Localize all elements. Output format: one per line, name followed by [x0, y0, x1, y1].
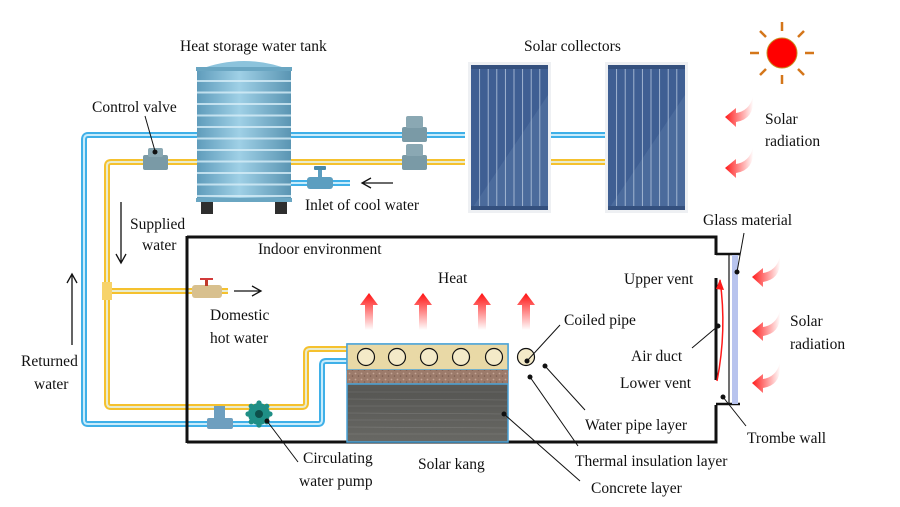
right-arrow-icon: [234, 285, 263, 297]
heat-storage-tank: [196, 61, 292, 214]
control-valve-label: Control valve: [92, 99, 177, 116]
solar-radiation-right-label-1: Solar: [790, 313, 824, 330]
lower-vent-label: Lower vent: [620, 375, 692, 392]
heat-arrow-icon: [517, 293, 535, 330]
coiled-pipe: [451, 347, 471, 367]
supplied-water-label-1: Supplied: [130, 216, 185, 233]
hot-water-tap[interactable]: [192, 278, 222, 298]
kang-leader-dots: [501, 358, 548, 417]
solar-kang-label: Solar kang: [418, 456, 485, 473]
coiled-pipe-label: Coiled pipe: [564, 312, 636, 329]
pump-label-1: Circulating: [303, 450, 373, 467]
tank-stripe: [197, 137, 291, 140]
heat-arrow-icon: [360, 293, 378, 330]
returned-water-label-2: water: [34, 376, 69, 393]
concrete-layer-label: Concrete layer: [591, 480, 683, 497]
solar-radiation-top-label-1: Solar: [765, 111, 799, 128]
kang-leaders: [503, 324, 586, 482]
trombe-leaders: [691, 232, 747, 427]
heat-label: Heat: [438, 270, 468, 287]
tank-stripe: [197, 114, 291, 117]
tank-stripe: [197, 80, 291, 82]
tank-label: Heat storage water tank: [180, 38, 327, 55]
glass-material-label: Glass material: [703, 212, 792, 229]
indoor-environment-label: Indoor environment: [258, 241, 382, 258]
solar-kang: [346, 343, 536, 443]
circulating-pump[interactable]: [245, 400, 273, 428]
thermal-insulation-label: Thermal insulation layer: [575, 453, 728, 470]
solar-radiation-arrow-icon: [752, 311, 781, 341]
left-arrow-icon: [360, 177, 393, 189]
coiled-pipe: [387, 347, 407, 367]
trombe-wall: [714, 252, 740, 406]
returned-water-label-1: Returned: [21, 353, 78, 370]
glass-material: [732, 255, 738, 404]
control-valve[interactable]: [143, 148, 168, 170]
solar-collector-2: [605, 62, 688, 213]
control-valve-leader: [144, 115, 156, 152]
inlet-valve[interactable]: [307, 166, 333, 189]
flow-meter-cold: [402, 116, 427, 142]
solar-collectors-label: Solar collectors: [524, 38, 621, 55]
down-arrow-icon: [115, 202, 127, 265]
sun-icon: [750, 22, 814, 84]
domestic-hot-water-label-2: hot water: [210, 330, 269, 347]
tank-leg: [201, 200, 213, 214]
heat-arrow-icon: [473, 293, 491, 330]
coiled-pipe: [356, 347, 376, 367]
tank-stripe: [197, 160, 291, 163]
tank-stripe: [197, 195, 291, 197]
trombe-leader-dots: [715, 269, 740, 400]
pump-leader: [266, 420, 299, 463]
solar-radiation-arrow-icon: [752, 363, 781, 393]
heat-arrow-icon: [414, 293, 432, 330]
coiled-pipe: [419, 347, 439, 367]
solar-collector-1: [468, 62, 551, 213]
air-flow-arrow: [716, 279, 724, 382]
coiled-pipe: [516, 347, 536, 367]
inlet-cool-water-label: Inlet of cool water: [305, 197, 420, 214]
flow-meter-hot: [402, 144, 427, 170]
tank-stripe: [197, 126, 291, 128]
air-duct-label: Air duct: [631, 348, 683, 365]
upper-vent-label: Upper vent: [624, 271, 694, 288]
solar-radiation-top-label-2: radiation: [765, 133, 820, 150]
tank-leg: [275, 200, 287, 214]
domestic-hot-water-label-1: Domestic: [210, 307, 270, 324]
pump-label-2: water pump: [299, 473, 373, 490]
tank-stripe: [197, 183, 291, 186]
tank-stripe: [197, 103, 291, 105]
tank-stripe: [197, 149, 291, 151]
solar-radiation-arrow-icon: [725, 97, 754, 127]
tank-stripe: [197, 172, 291, 174]
thermal-insulation-layer: [347, 370, 508, 384]
coiled-pipe: [484, 347, 504, 367]
trombe-wall-label: Trombe wall: [747, 430, 826, 447]
cold-return-pipe: [81, 132, 608, 427]
solar-radiation-arrow-icon: [725, 148, 754, 178]
water-pipe-layer-label: Water pipe layer: [585, 417, 688, 434]
tank-stripe: [197, 91, 291, 94]
up-arrow-icon: [66, 272, 78, 345]
solar-radiation-arrow-icon: [752, 257, 781, 287]
tee-valve: [207, 406, 233, 429]
tee-fitting: [102, 282, 112, 300]
solar-radiation-right-label-2: radiation: [790, 336, 845, 353]
supplied-water-label-2: water: [142, 237, 177, 254]
leader-dot: [264, 418, 270, 424]
